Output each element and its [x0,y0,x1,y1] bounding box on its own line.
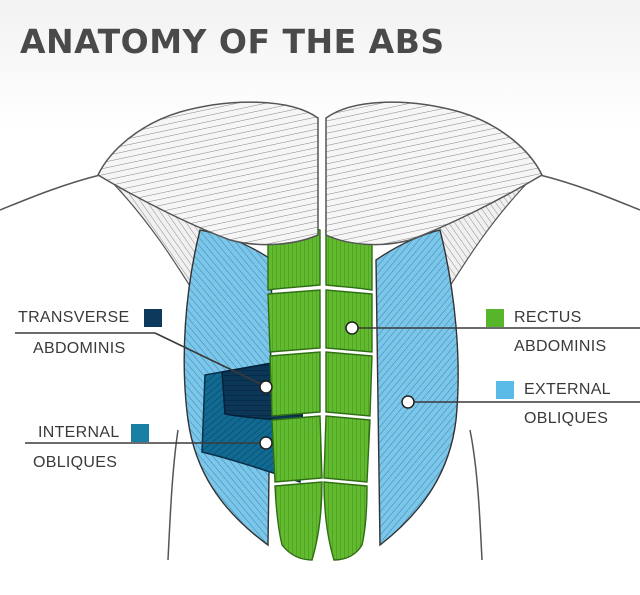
rectus-label-line1: RECTUS [514,309,582,326]
pectoral-left [97,101,319,246]
transverse-label-line1: TRANSVERSE [18,309,130,326]
transverse-pointer-dot [259,380,273,394]
transverse-swatch [144,309,162,327]
external-label-line2: OBLIQUES [524,410,609,427]
internal-label-line1: INTERNAL [38,424,120,441]
torso-outline [0,174,640,211]
internal-pointer-dot [259,436,273,450]
external-obliques-right [375,229,459,547]
external-swatch [496,381,514,399]
torso-right-side [469,429,483,561]
transverse-label-line2: ABDOMINIS [33,340,126,357]
rectus-label-line2: ABDOMINIS [514,338,607,355]
rectus-abdominis [267,226,373,561]
internal-label-line2: OBLIQUES [33,454,118,471]
external-label-line1: EXTERNAL [524,381,611,398]
transverse-pointer-line [154,332,266,387]
pectoral-right [325,101,543,246]
rectus-swatch [486,309,504,327]
external-pointer-dot [401,395,415,409]
internal-swatch [131,424,149,442]
rectus-pointer-dot [345,321,359,335]
page-title: ANATOMY OF THE ABS [20,22,445,61]
torso-left-side [167,429,179,561]
